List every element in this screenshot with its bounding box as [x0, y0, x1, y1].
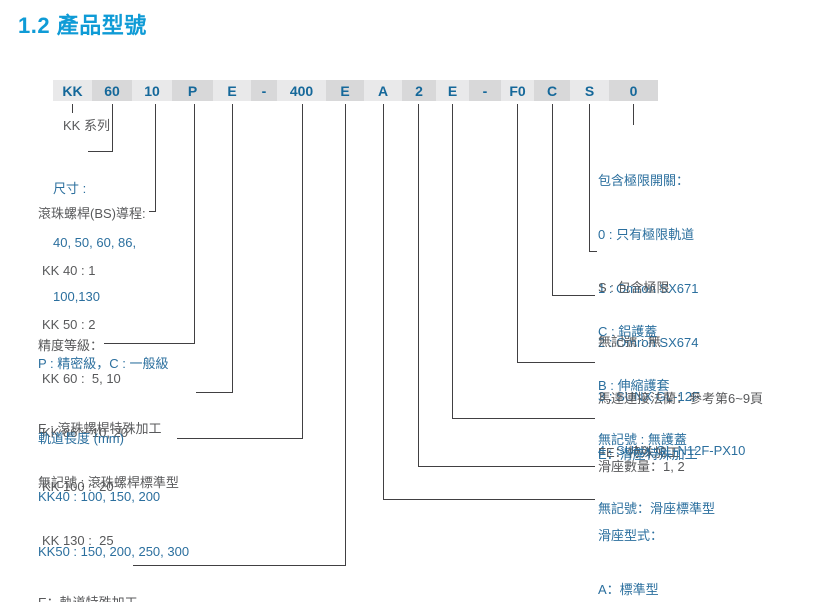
lead-row: KK 50 : 2 [42, 317, 96, 332]
size-values: 40, 50, 60, 86, [53, 235, 137, 250]
connector-elbow-slide-count [418, 466, 595, 467]
connector-line-slide-count [418, 104, 419, 466]
model-segment-size: 60 [92, 80, 132, 101]
connector-line-limit [589, 104, 590, 251]
model-segment-length: 400 [277, 80, 326, 101]
block-cover: C : 鋁護蓋 B : 伸縮護套 無記號 : 無護蓋 [598, 287, 687, 485]
limit-row: 無記號 : 無 [598, 334, 661, 349]
model-segment-dash1: - [251, 80, 277, 101]
connector-elbow-cover [552, 295, 595, 296]
lead-row: KK 100 : 20 [42, 479, 114, 494]
block-lead-rows: KK 40 : 1 KK 50 : 2 KK 60 : 5, 10 KK 86 … [42, 226, 128, 586]
model-segment-accuracy: P [172, 80, 213, 101]
limit-switch-row: 2 : Omron SX674 [598, 335, 699, 350]
slide-special-row: E：滑座特殊加工 [598, 447, 698, 462]
connector-line-lead [155, 104, 156, 211]
label-rail-length: 軌道長度 (mm) [38, 431, 124, 446]
connector-elbow-length [177, 438, 303, 439]
label-accuracy: 精度等級： [38, 338, 104, 353]
connector-elbow-slide-special [452, 418, 595, 419]
block-slide-special: E：滑座特殊加工 無記號：滑座標準型 [598, 410, 715, 554]
block-bs-special: E : 滾珠螺桿特殊加工 無記號 : 滾珠螺桿標準型 [38, 384, 179, 528]
connector-elbow-lead [149, 211, 156, 212]
connector-elbow-rail-special [133, 565, 346, 566]
connector-line-switch [633, 104, 634, 125]
model-segment-slide-special: E [436, 80, 469, 101]
lead-row: KK 130 : 25 [42, 533, 114, 548]
label-limit-switch: 包含極限開關： [598, 173, 690, 188]
block-limit: S : 包含極限 無記號 : 無 [598, 243, 670, 387]
model-segment-rail-special: E [326, 80, 364, 101]
connector-elbow-size [88, 151, 113, 152]
connector-elbow-bs-special [196, 392, 233, 393]
model-segment-bs-special: E [213, 80, 251, 101]
block-slide-type: 滑座型式： A：標準型 S：輕載型 [598, 491, 663, 602]
connector-line-flange [517, 104, 518, 362]
rail-length-row: KK40 : 100, 150, 200 [38, 489, 161, 504]
connector-line-bs-special [232, 104, 233, 392]
section-title: 1.2 產品型號 [18, 13, 147, 38]
limit-row: S : 包含極限 [598, 280, 670, 295]
rail-special-row: E：軌道特殊加工 [38, 593, 155, 602]
slide-type-row: A：標準型 [598, 582, 659, 597]
label-lead: 滾珠螺桿(BS)導程: [38, 206, 146, 221]
connector-elbow-slide-type [383, 499, 595, 500]
model-segment-kk: KK [53, 80, 92, 101]
connector-line-slide-type [383, 104, 384, 499]
cover-row: B : 伸縮護套 [598, 378, 670, 393]
block-size: 尺寸 : 40, 50, 60, 86, 100,130 [53, 144, 136, 342]
limit-switch-row: 4 : SUNX GL-N12F-PX10 [598, 443, 746, 458]
connector-line-size [112, 104, 113, 151]
connector-line-accuracy [194, 104, 195, 343]
limit-switch-row: 0 : 只有極限軌道 [598, 227, 695, 242]
connector-elbow-flange [517, 362, 595, 363]
connector-line-kk [72, 104, 73, 113]
slide-special-row: 無記號：滑座標準型 [598, 501, 716, 516]
label-slide-count: 滑座數量：1, 2 [598, 459, 685, 474]
lead-row: KK 60 : 5, 10 [42, 371, 121, 386]
connector-line-length [302, 104, 303, 438]
lead-row: KK 86 : 10, 20 [42, 425, 129, 440]
flange-row: 馬達連接法蘭：參考第6~9頁 [598, 391, 764, 406]
label-slide-type: 滑座型式： [598, 528, 664, 543]
model-segment-lead: 10 [132, 80, 172, 101]
connector-elbow-limit [589, 251, 597, 252]
connector-elbow-accuracy [104, 343, 195, 344]
block-rail-special: E：軌道特殊加工 無記號：軌道標準型 [38, 557, 155, 602]
model-segment-slide-type: A [364, 80, 402, 101]
connector-line-slide-special [452, 104, 453, 418]
model-segment-cover: C [534, 80, 570, 101]
cover-row: C : 鋁護蓋 [598, 324, 658, 339]
connector-line-cover [552, 104, 553, 295]
lead-row: KK 40 : 1 [42, 263, 96, 278]
model-segment-limit: S [570, 80, 609, 101]
limit-switch-row: 1 : Omron SX671 [598, 281, 699, 296]
flange-row: FE：特殊加工 [598, 445, 680, 460]
block-limit-switch: 包含極限開關： 0 : 只有極限軌道 1 : Omron SX671 2 : O… [598, 136, 745, 496]
limit-switch-row: 3 : SUNX GL-12F [598, 389, 700, 404]
rail-length-row: KK50 : 150, 200, 250, 300 [38, 544, 190, 559]
connector-line-rail-special [345, 104, 346, 565]
model-segment-flange: F0 [501, 80, 534, 101]
label-size: 尺寸 : [53, 181, 87, 196]
accuracy-values: P : 精密級，C : 一般級 [38, 356, 169, 371]
bs-special-row: 無記號 : 滾珠螺桿標準型 [38, 475, 179, 490]
model-segment-switch: 0 [609, 80, 658, 101]
size-values: 100,130 [53, 289, 100, 304]
block-rail-length-rows: KK40 : 100, 150, 200 KK50 : 150, 200, 25… [38, 451, 254, 602]
model-segment-dash2: - [469, 80, 501, 101]
cover-row: 無記號 : 無護蓋 [598, 432, 687, 447]
label-kk-series: KK 系列 [63, 118, 110, 133]
model-segment-slide-count: 2 [402, 80, 436, 101]
bs-special-row: E : 滾珠螺桿特殊加工 [38, 421, 162, 436]
block-flange: 馬達連接法蘭：參考第6~9頁 FE：特殊加工 [598, 354, 763, 498]
